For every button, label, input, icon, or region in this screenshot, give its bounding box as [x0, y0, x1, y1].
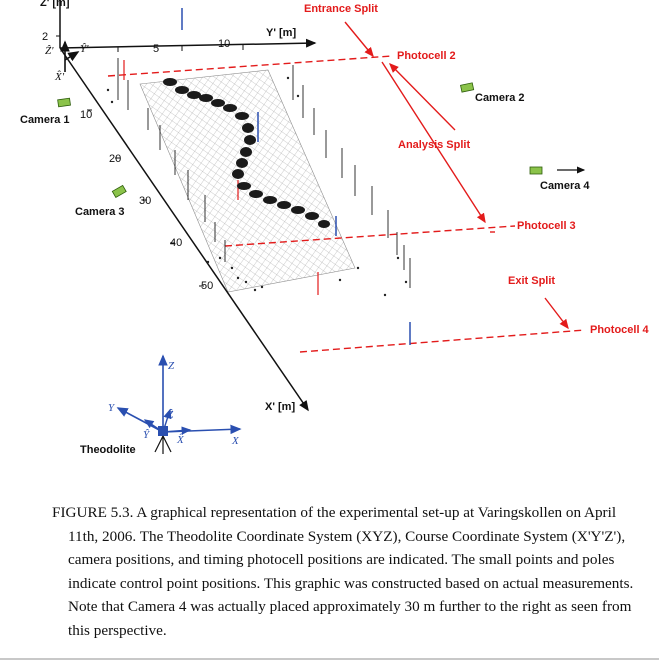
y-tick-10: 10: [218, 38, 230, 50]
z-tick-2: 2: [42, 31, 48, 43]
figure-graphic: Z' [m] 2 Ẑ' Ŷ' X̂' 5 10 Y' [m] 10 20 30 …: [20, 0, 650, 456]
axis-tick-marks: [56, 35, 244, 287]
split-arrows: [344, 21, 569, 330]
analysis-split-label: Analysis Split: [398, 139, 470, 151]
camera1-marker: [57, 97, 71, 108]
blue-poles: [181, 8, 411, 345]
x-prime-axis-label: X' [m]: [265, 401, 295, 413]
photocell2-label: Photocell 2: [397, 50, 456, 62]
y-tick-5: 5: [153, 43, 159, 55]
y-hat-prime-glyph: Ŷ': [80, 43, 89, 55]
x-tick-30: 30: [139, 195, 151, 207]
red-poles: [123, 60, 319, 295]
camera3-label: Camera 3: [75, 206, 125, 218]
camera1-label: Camera 1: [20, 114, 70, 126]
camera4-marker: [529, 166, 543, 175]
exit-split-label: Exit Split: [508, 275, 555, 287]
photocell4-label: Photocell 4: [590, 324, 650, 336]
figure-caption: FIGURE 5.3. A graphical representation o…: [52, 504, 634, 639]
theodolite-y-label: Y: [108, 402, 116, 414]
z-prime-unit-vectors: [60, 40, 80, 72]
theodolite-x-label: X: [231, 435, 240, 447]
theodolite-x-hat-label: X̂: [176, 433, 185, 446]
x-prime-axis-line: [59, 47, 309, 412]
x-hat-prime-glyph: X̂': [54, 70, 65, 83]
photocell3-line: [224, 225, 516, 247]
course-grid: [139, 69, 356, 293]
theodolite-z-hat-label: Ẑ: [167, 409, 174, 421]
y-prime-axis-line: [59, 38, 317, 49]
photocell2-line: [107, 55, 393, 77]
photocell3-label: Photocell 3: [517, 220, 576, 232]
x-tick-10: 10: [80, 109, 92, 121]
camera3-marker: [111, 184, 127, 199]
control-poles: [117, 58, 411, 288]
photocell-lines: [107, 55, 586, 353]
z-prime-axis-label: Z' [m]: [40, 0, 70, 9]
x-tick-50: 50: [201, 280, 213, 292]
camera4-label: Camera 4: [540, 180, 590, 192]
x-tick-40: 40: [170, 237, 182, 249]
theodolite-y-hat-label: Ŷ: [143, 429, 151, 441]
theodolite-axes: [116, 354, 242, 454]
y-prime-axis-label: Y' [m]: [266, 27, 296, 39]
z-hat-prime-glyph: Ẑ': [45, 45, 54, 57]
bottom-divider: [0, 658, 659, 660]
photocell4-line: [299, 329, 586, 353]
exit-split-arrow-2: [544, 297, 569, 330]
control-points: [106, 76, 408, 297]
x-tick-20: 20: [109, 153, 121, 165]
camera2-marker: [460, 82, 475, 93]
camera2-label: Camera 2: [475, 92, 525, 104]
skier-sequence: [163, 78, 330, 228]
analysis-split-arrow: [381, 61, 486, 224]
analysis-split-arrow-up: [389, 63, 456, 131]
entrance-split-label: Entrance Split: [304, 3, 378, 15]
theodolite-z-label: Z: [168, 360, 175, 372]
theodolite-label: Theodolite: [80, 444, 136, 456]
entrance-split-arrow: [344, 21, 374, 58]
